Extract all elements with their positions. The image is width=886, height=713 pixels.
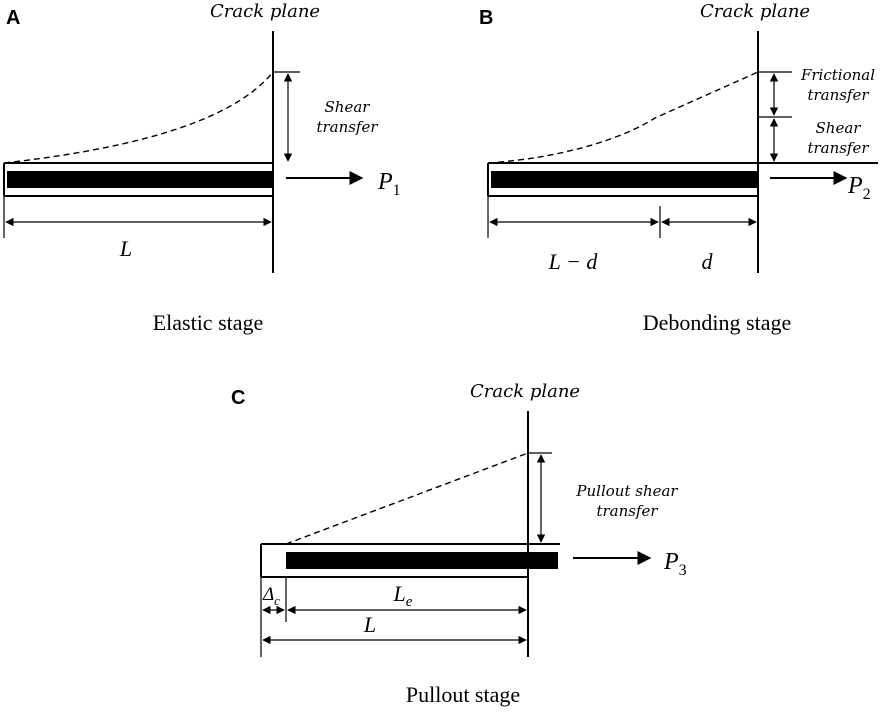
- panel-b-force-sub: 2: [863, 186, 871, 203]
- panel-a-shear-label-1: Shear: [325, 98, 371, 116]
- panel-a-shear-curve: [3, 71, 274, 164]
- panel-b-force-label: P2: [847, 173, 871, 203]
- panel-c-shear-line: [285, 452, 529, 545]
- panel-b-transfer-curve: [487, 71, 759, 164]
- panel-b-friction-label-2: transfer: [807, 86, 869, 104]
- panel-c: C Crack plane Pullout shear transfer P3 …: [231, 381, 687, 707]
- panel-b-shear-label-2: transfer: [807, 139, 869, 157]
- panel-b-bonded-length-label: L − d: [548, 249, 599, 274]
- panel-c-delta-label: Δc: [262, 584, 280, 608]
- panel-c-shear-label-2: transfer: [596, 502, 658, 520]
- panel-c-delta-var: Δ: [262, 584, 274, 605]
- panel-a: A Crack plane Shear transfer P1 L Elasti…: [3, 1, 401, 335]
- panel-c-force-var: P: [663, 549, 679, 575]
- panel-b-debonded-length-label: d: [702, 249, 714, 274]
- panel-a-shear-label-2: transfer: [316, 118, 378, 136]
- panel-a-crack-plane-label: Crack plane: [210, 1, 320, 22]
- panel-c-force-sub: 3: [679, 562, 687, 579]
- panel-a-fiber: [7, 171, 273, 188]
- panel-c-shear-label-1: Pullout shear: [575, 482, 678, 500]
- panel-c-le-label: Le: [393, 581, 413, 610]
- panel-c-crack-plane-label: Crack plane: [470, 381, 580, 402]
- panel-c-delta-sub: c: [274, 593, 280, 608]
- panel-b-letter: B: [479, 7, 493, 29]
- panel-a-letter: A: [6, 7, 20, 29]
- panel-a-force-label: P1: [377, 169, 401, 199]
- panel-b-caption: Debonding stage: [643, 310, 791, 335]
- panel-c-le-var: L: [393, 581, 406, 606]
- panel-b-fiber: [491, 171, 758, 188]
- panel-c-caption: Pullout stage: [406, 682, 520, 707]
- panel-a-caption: Elastic stage: [153, 310, 264, 335]
- panel-a-length-label: L: [119, 236, 132, 261]
- panel-b-shear-label-1: Shear: [816, 119, 862, 137]
- panel-c-fiber: [286, 552, 558, 569]
- panel-c-length-label: L: [363, 612, 376, 637]
- panel-c-force-label: P3: [663, 549, 687, 579]
- panel-c-letter: C: [231, 387, 245, 409]
- panel-a-force-sub: 1: [393, 182, 401, 199]
- panel-c-le-sub: e: [406, 594, 413, 610]
- panel-b-friction-label-1: Frictional: [800, 66, 875, 84]
- panel-a-force-var: P: [377, 169, 393, 195]
- panel-b: B Crack plane Frictional transfer Shear …: [479, 1, 878, 335]
- panel-b-force-var: P: [847, 173, 863, 199]
- panel-b-crack-plane-label: Crack plane: [700, 1, 810, 22]
